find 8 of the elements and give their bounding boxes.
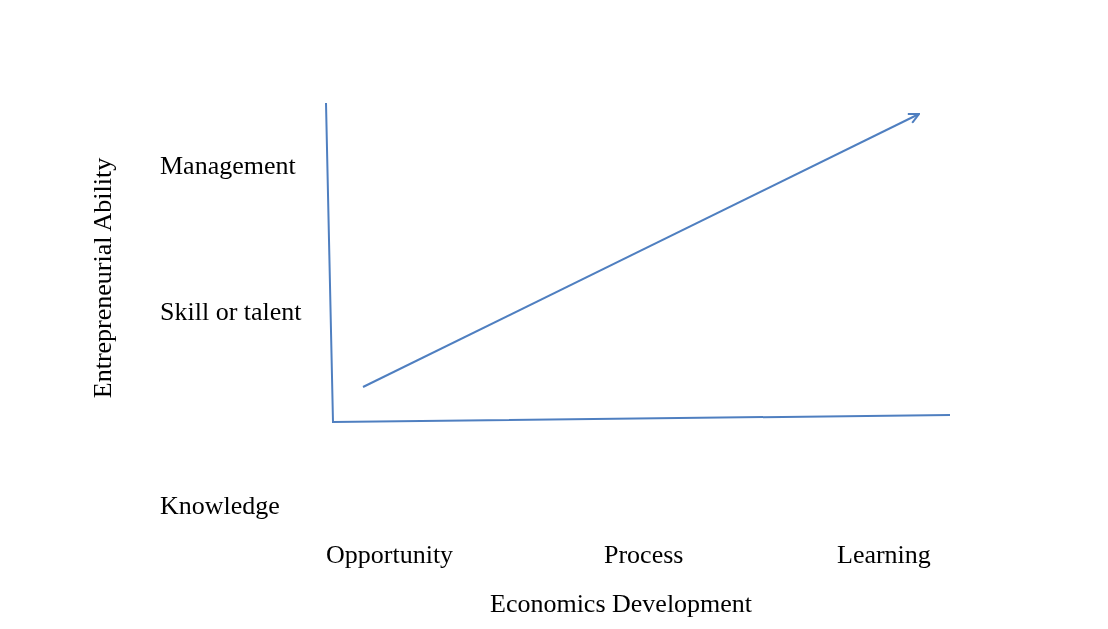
axis-title: Economics Development — [490, 589, 753, 619]
axis-label: Knowledge — [160, 491, 280, 521]
axis-label: Skill or talent — [160, 297, 302, 327]
axis-label: Management — [160, 151, 296, 181]
axis-label: Process — [604, 540, 684, 570]
axis-label: Opportunity — [326, 540, 454, 570]
axis-title: Entrepreneurial Ability — [88, 157, 119, 399]
axis-label: Learning — [837, 540, 931, 570]
